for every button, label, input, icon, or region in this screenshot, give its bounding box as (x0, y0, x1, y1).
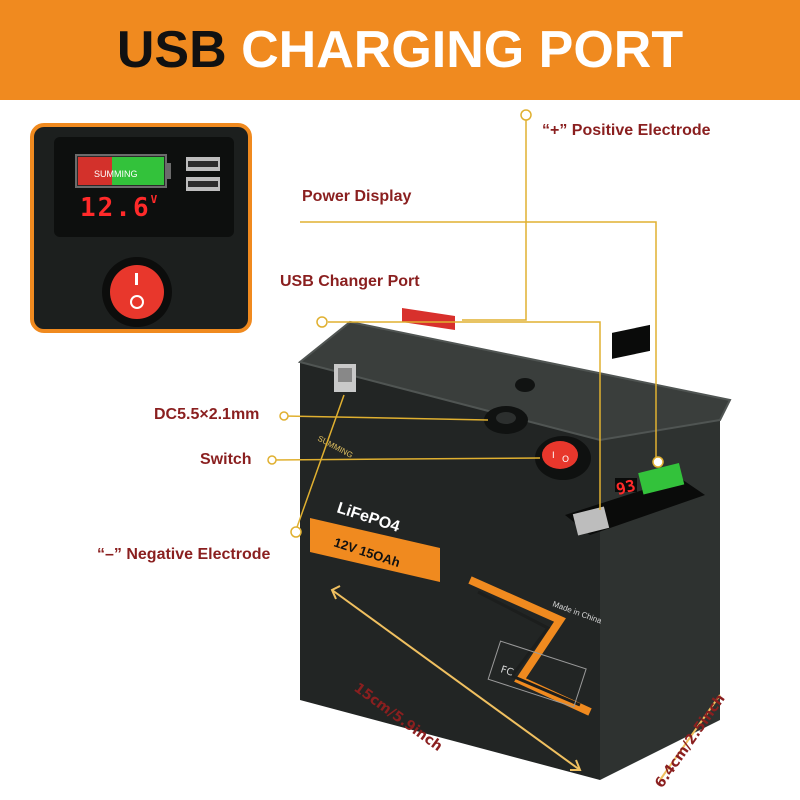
label-switch: Switch (200, 451, 252, 468)
label-power-display: Power Display (302, 188, 412, 205)
battery-top-face (300, 322, 730, 440)
inset-voltage-unit: V (150, 193, 160, 206)
label-negative-electrode: “–” Negative Electrode (97, 546, 271, 563)
leader-positive (462, 115, 527, 321)
leader-switch (271, 457, 541, 461)
leader-lines (267, 109, 664, 538)
inset-voltage-readout: 12.6V (80, 193, 159, 223)
battery-lid (297, 320, 732, 442)
label-dc-jack: DC5.5×2.1mm (154, 406, 260, 423)
leader-dc (283, 415, 489, 421)
svg-text:FC: FC (499, 664, 515, 678)
label-usb-port: USB Changer Port (280, 273, 420, 290)
inset-brand: SUMMING (94, 169, 138, 179)
inset-switch (102, 257, 172, 327)
title-word-charging-port: CHARGING PORT (241, 21, 684, 79)
leader-usb-port (328, 321, 601, 510)
brand-stripe (310, 518, 440, 582)
lightning-logo (468, 576, 592, 716)
width-dimension-line (659, 694, 721, 781)
inset-switch-rocker (110, 265, 164, 319)
leader-negative (295, 394, 345, 531)
label-positive-electrode: “+” Positive Electrode (542, 122, 711, 139)
inset-voltage: 12.6 (80, 193, 151, 223)
positive-terminal (402, 308, 455, 330)
inset-display-art (75, 154, 220, 191)
battery-display-value: 93 (614, 476, 637, 499)
battery-illustration: I O 93 LiFePO4 12V 15OAh SUMMING Made in… (267, 109, 732, 781)
inset-display-panel: SUMMING 12.6V (54, 137, 234, 237)
length-dimension-line (331, 589, 581, 771)
leader-power-display (300, 221, 657, 460)
title-word-usb: USB (116, 21, 227, 79)
page-title: USB CHARGING PORT (117, 20, 683, 80)
dimension-lines (330, 585, 721, 781)
header-banner: USB CHARGING PORT (0, 0, 800, 100)
svg-text:I: I (552, 451, 555, 461)
svg-text:O: O (562, 455, 569, 465)
inset-closeup: SUMMING 12.6V (30, 123, 252, 333)
